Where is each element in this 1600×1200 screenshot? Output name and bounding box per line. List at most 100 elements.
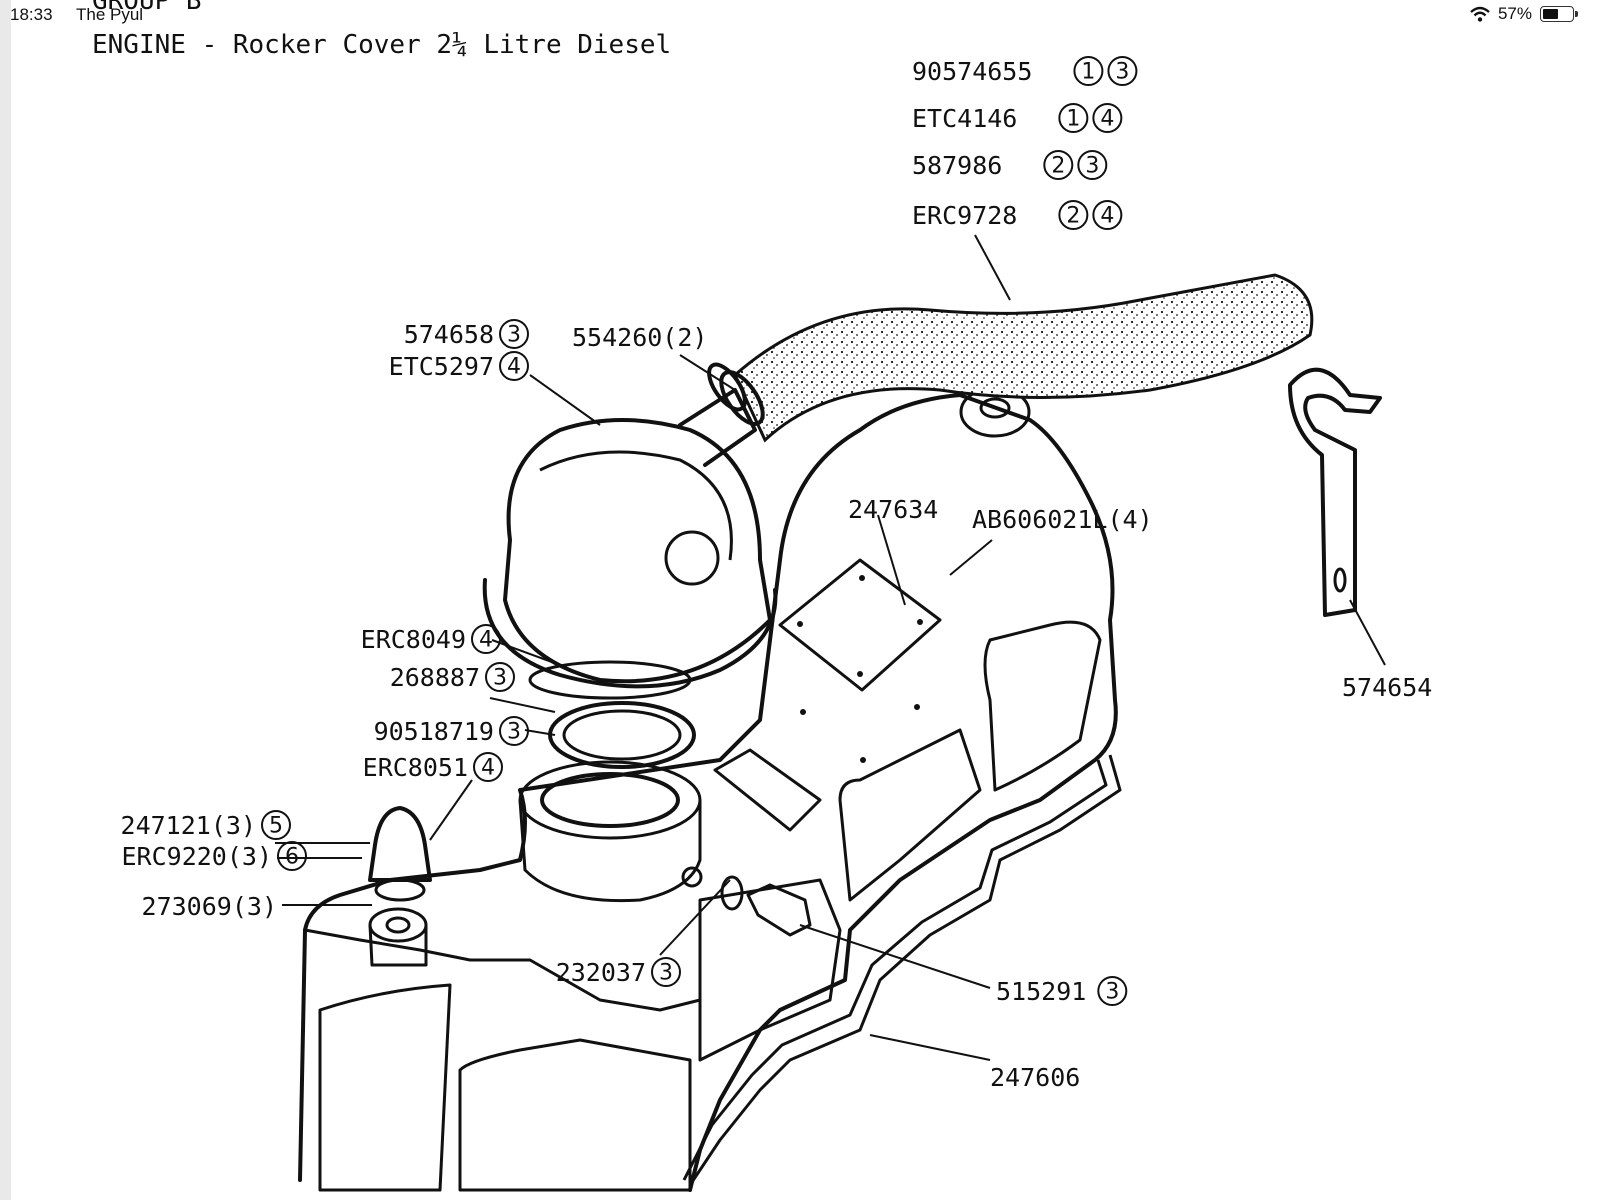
ref-circle-3: 3 — [1107, 56, 1138, 86]
ref-circle-2: 2 — [1043, 150, 1074, 180]
page-left-edge — [0, 0, 11, 1200]
ref-circle-6: 6 — [277, 841, 307, 871]
ref-circle-4: 4 — [471, 624, 501, 654]
part-number: 554260(2) — [572, 323, 707, 352]
ref-circle-4: 4 — [1092, 200, 1123, 230]
part-number: ERC8051 — [363, 753, 468, 782]
filter-outlet — [678, 388, 757, 467]
part-label-p15: 247121(3)5 — [121, 810, 291, 840]
filler-neck-side — [518, 799, 702, 903]
filter-seat — [528, 660, 692, 700]
ref-circle-4: 4 — [499, 351, 529, 381]
part-label-p18: 232037 3 — [556, 957, 681, 987]
battery-icon — [1540, 6, 1578, 22]
part-number: 574654 — [1342, 673, 1432, 702]
part-label-p9: AB606021L(4) — [972, 505, 1153, 534]
status-right: 57% — [1470, 4, 1578, 24]
svg-text:4: 4 — [481, 756, 495, 781]
svg-text:4: 4 — [479, 628, 493, 653]
nut-washer — [374, 878, 426, 902]
cover-rib-1 — [983, 620, 1102, 792]
breather-union — [746, 883, 812, 937]
svg-text:3: 3 — [507, 323, 521, 348]
svg-text:2: 2 — [1066, 204, 1080, 229]
part-number: ETC5297 — [389, 352, 494, 381]
ref-circle-1: 1 — [1058, 103, 1089, 133]
part-label-p20: 247606 — [990, 1063, 1080, 1092]
part-label-p11: ERC8049 4 — [361, 624, 501, 654]
breather-hose — [733, 273, 1314, 443]
part-number: 232037 — [556, 958, 646, 987]
stud-boss-side — [368, 924, 428, 967]
svg-text:3: 3 — [1085, 154, 1099, 179]
battery-fill — [1543, 9, 1559, 19]
svg-text:2: 2 — [1051, 154, 1065, 179]
part-number: ERC8049 — [361, 625, 466, 654]
cover-rib-3 — [698, 878, 842, 1062]
part-number: 247634 — [848, 495, 938, 524]
part-label-p19: 515291 3 — [996, 976, 1128, 1006]
ref-circle-3: 3 — [1097, 976, 1128, 1006]
battery-percent: 57% — [1497, 4, 1532, 23]
part-number: 587986 — [912, 151, 1002, 180]
part-label-p7: 554260(2) — [572, 323, 707, 352]
stud-boss — [368, 907, 428, 943]
rear-boss-hole — [979, 397, 1011, 419]
part-number: 90518719 — [374, 717, 494, 746]
page-title: ENGINE - Rocker Cover 2¼ Litre Diesel — [92, 30, 672, 60]
svg-text:3: 3 — [1105, 980, 1119, 1005]
ref-circle-4: 4 — [473, 752, 503, 782]
side-plate — [713, 748, 822, 832]
stud-hole — [385, 916, 411, 934]
cover-rib-4 — [458, 1038, 692, 1192]
cover-bottom-edge — [298, 928, 307, 1182]
ref-circle-4: 4 — [1092, 103, 1123, 133]
part-label-p8: 247634 — [848, 495, 938, 524]
filter-dome — [503, 418, 772, 684]
group-heading: GROUP B — [92, 0, 202, 16]
part-number: 268887 — [390, 663, 480, 692]
part-number: ERC9220(3) — [121, 842, 272, 871]
ref-circle-2: 2 — [1058, 200, 1089, 230]
gasket-inner — [682, 759, 1108, 1181]
filler-neck-bore — [540, 772, 680, 828]
filter-flange — [482, 578, 778, 689]
ref-circle-3: 3 — [499, 716, 529, 746]
svg-text:1: 1 — [1066, 107, 1080, 132]
cover-outline — [303, 393, 1118, 1192]
breather-filter-drawing — [482, 388, 778, 769]
part-number: ERC9728 — [912, 201, 1017, 230]
ref-circle-1: 1 — [1073, 56, 1104, 86]
svg-text:5: 5 — [269, 814, 283, 839]
filter-port — [664, 530, 720, 586]
status-time: 18:33 — [10, 5, 53, 24]
part-number: ETC4146 — [912, 104, 1017, 133]
filter-dome-inner — [539, 450, 733, 561]
gasket-outline — [688, 754, 1122, 1186]
svg-text:3: 3 — [507, 720, 521, 745]
status-app-name: The Pyul — [76, 5, 144, 24]
part-number: 247606 — [990, 1063, 1080, 1092]
svg-text:6: 6 — [285, 845, 299, 870]
bracket-hole — [1333, 567, 1347, 593]
cover-rib-5 — [318, 983, 452, 1192]
status-bar: 18:33 The Pyul 57% — [0, 0, 1600, 30]
svg-text:1: 1 — [1081, 60, 1095, 85]
part-label-p13: 90518719 3 — [374, 716, 529, 746]
sealing-ring-outer — [548, 701, 696, 769]
ref-circle-3: 3 — [1077, 150, 1108, 180]
rocker-cover-drawing — [298, 386, 1122, 1192]
part-label-p17: 273069(3) — [142, 892, 277, 921]
svg-text:3: 3 — [659, 961, 673, 986]
part-number: 515291 — [996, 977, 1086, 1006]
hose-clip-2 — [707, 362, 747, 412]
sealing-ring-inner — [562, 709, 682, 761]
